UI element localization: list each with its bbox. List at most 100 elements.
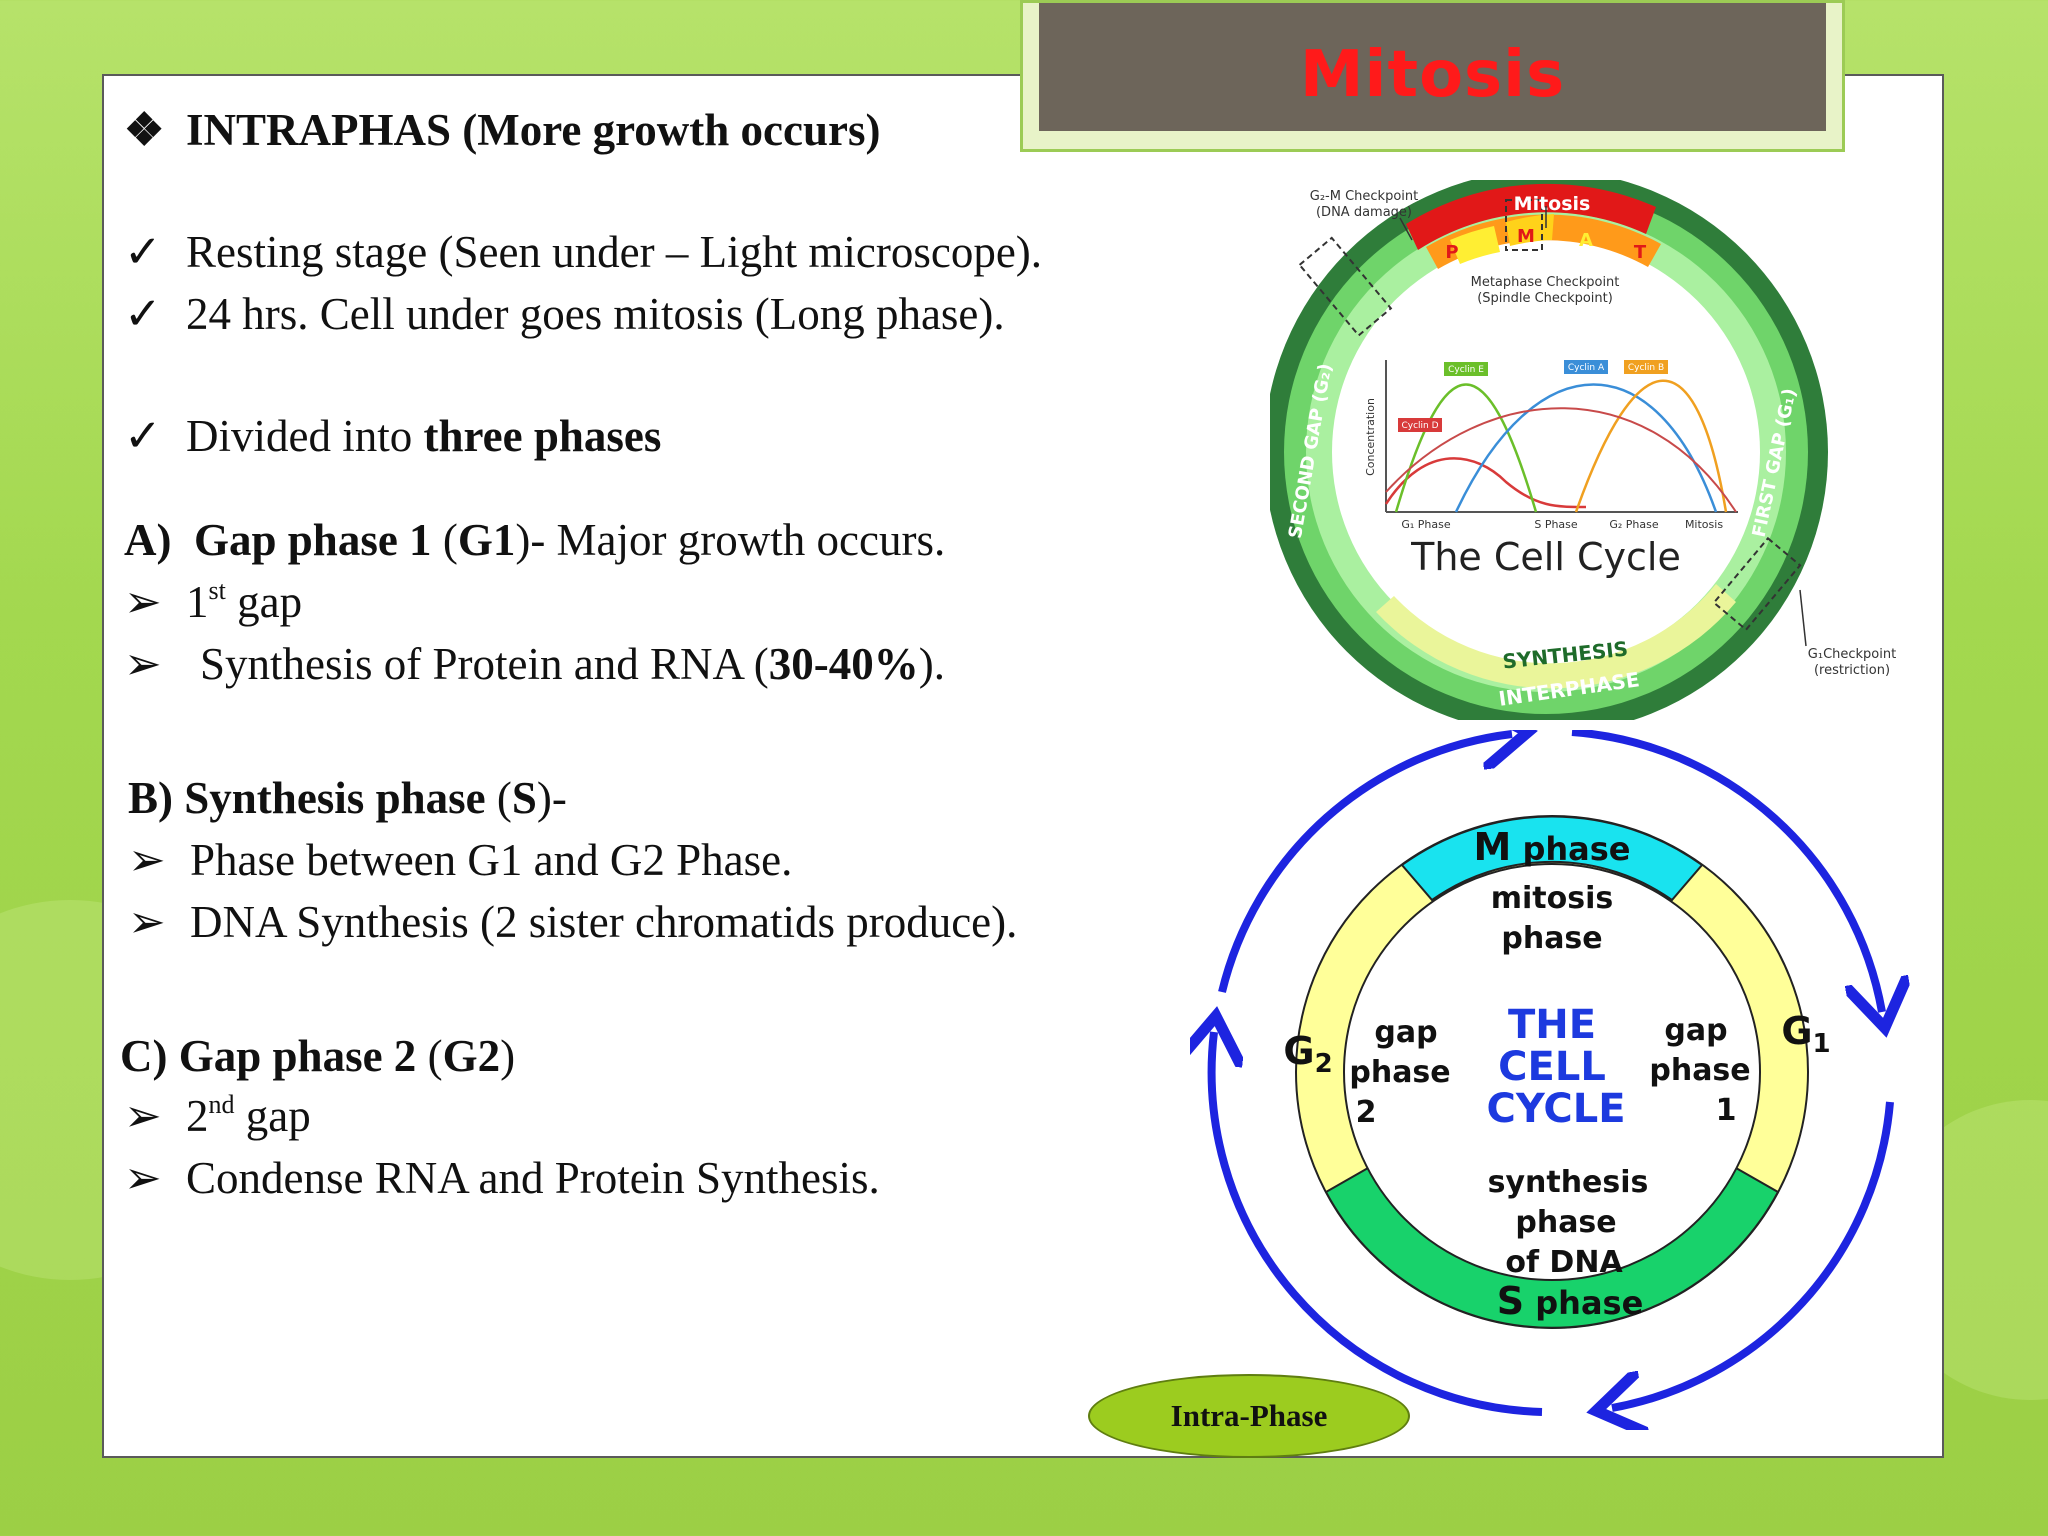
- section-a-item-2: ➢Synthesis of Protein and RNA (30-40%).: [124, 642, 945, 687]
- cyclin-d-curve: [1384, 457, 1587, 509]
- metaphase-label: M: [1517, 226, 1535, 247]
- section-code: S: [511, 773, 537, 823]
- section-c-item-2: ➢ Condense RNA and Protein Synthesis.: [124, 1156, 880, 1201]
- section-b-item-2: ➢DNA Synthesis (2 sister chromatids prod…: [128, 900, 1017, 945]
- s-phase-word: phase: [1524, 1284, 1643, 1322]
- check-icon: ✓: [124, 411, 162, 461]
- item-text: DNA Synthesis (2 sister chromatids produ…: [190, 897, 1018, 947]
- gap2-line-2: phase: [1349, 1055, 1450, 1090]
- ordinal-suffix: nd: [208, 1090, 235, 1119]
- mitosis-line-2: phase: [1501, 921, 1602, 956]
- item-text: Phase between G1 and G2 Phase.: [190, 835, 793, 885]
- inner-disc: [1343, 863, 1761, 1281]
- paren: (: [431, 515, 458, 565]
- g2-label: G2: [1283, 1029, 1332, 1079]
- point-2: ✓ 24 hrs. Cell under goes mitosis (Long p…: [124, 292, 1005, 337]
- g1-checkpoint-sublabel: (restriction): [1814, 663, 1890, 678]
- check-icon: ✓: [124, 227, 162, 277]
- pmat-arc: [1426, 214, 1661, 269]
- cycle-arrow-bottom-right: [1612, 1101, 1894, 1408]
- intra-phase-pill: Intra-Phase: [1088, 1374, 1410, 1458]
- item-text: ).: [918, 639, 945, 689]
- point-text: Resting stage (Seen under – Light micros…: [186, 227, 1043, 277]
- gap1-line-1: gap: [1664, 1013, 1727, 1048]
- cyclin-b-curve: [1574, 379, 1728, 513]
- section-b-title: B) Synthesis phase (S)-: [128, 776, 567, 821]
- cyclin-d-label: Cyclin D: [1401, 421, 1438, 431]
- synthesis-line-2: phase: [1515, 1205, 1616, 1240]
- center-line-3: CYCLE: [1486, 1086, 1625, 1132]
- mitosis-arc: [1406, 183, 1656, 250]
- m-phase-word: phase: [1511, 830, 1630, 868]
- section-a-title: A) Gap phase 1 (G1)- Major growth occurs…: [124, 518, 945, 563]
- g1-checkpoint-label: G₁Checkpoint: [1808, 647, 1896, 662]
- section-title: Gap phase 1: [193, 515, 432, 565]
- cyclin-a-label: Cyclin A: [1568, 363, 1605, 373]
- cyclin-b-label: Cyclin B: [1628, 363, 1664, 373]
- g1-pointer: [1799, 589, 1807, 647]
- arrow-bullet-icon: ➢: [124, 1153, 162, 1203]
- point-text: Divided into: [186, 411, 424, 461]
- item-text: Synthesis of Protein and RNA (: [200, 639, 769, 689]
- point-1: ✓ Resting stage (Seen under – Light micro…: [124, 230, 1042, 275]
- ordinal-number: 2: [186, 1091, 209, 1141]
- section-a-item-1: ➢1st gap: [124, 577, 303, 627]
- paren: (: [485, 773, 512, 823]
- prophase-segment: [1450, 226, 1500, 264]
- cell-cycle-center-title: The Cell Cycle: [1410, 535, 1681, 579]
- cyclin-e-tag: [1444, 362, 1488, 376]
- m-phase-segment: [1400, 815, 1704, 902]
- mitosis-arc-label: Mitosis: [1514, 193, 1591, 215]
- gap1-line-2: phase: [1649, 1053, 1750, 1088]
- cyclin-a-curve: [1454, 383, 1718, 513]
- gap2-line-3: 2: [1356, 1095, 1377, 1130]
- heading: ❖INTRAPHAS (More growth occurs): [124, 108, 881, 153]
- cyclin-d-tag: [1398, 418, 1442, 432]
- section-rest: ): [500, 1031, 516, 1081]
- cyclin-e-label: Cyclin E: [1448, 365, 1484, 375]
- cyclin-b-tag: [1624, 360, 1668, 374]
- paren: (: [416, 1031, 443, 1081]
- g2m-pointer: [1399, 217, 1413, 241]
- cyclin-e-curve: [1394, 383, 1538, 513]
- title-box: Mitosis: [1020, 0, 1845, 152]
- heading-text: INTRAPHAS (More growth occurs): [186, 105, 881, 155]
- gap1-line-3: 1: [1716, 1093, 1737, 1128]
- section-b-item-1: ➢ Phase between G1 and G2 Phase.: [128, 838, 792, 883]
- prophase-label: P: [1445, 242, 1458, 263]
- check-icon: ✓: [124, 289, 162, 339]
- point-3: ✓ Divided into three phases: [124, 414, 661, 459]
- item-bold: 30-40%: [768, 639, 919, 689]
- item-text: Condense RNA and Protein Synthesis.: [186, 1153, 880, 1203]
- point-bold: three phases: [423, 411, 662, 461]
- telophase-label: T: [1634, 242, 1647, 263]
- synthesis-line-1: synthesis: [1488, 1165, 1649, 1200]
- point-text: 24 hrs. Cell under goes mitosis (Long ph…: [186, 289, 1005, 339]
- item-text: gap: [225, 577, 303, 627]
- concentration-label: Concentration: [1364, 398, 1377, 476]
- g1-label: G1: [1781, 1009, 1830, 1059]
- center-line-2: CELL: [1498, 1044, 1606, 1090]
- arrow-bullet-icon: ➢: [128, 835, 166, 885]
- section-title: C) Gap phase 2: [120, 1031, 417, 1081]
- arrow-bullet-icon: ➢: [124, 577, 162, 627]
- s-letter: S: [1497, 1279, 1524, 1323]
- cell-cycle-diagram-top: Cyclin D Cyclin E Cyclin A Cyclin B Conc…: [1270, 180, 1896, 720]
- x-label-s: S Phase: [1534, 518, 1578, 531]
- section-rest: )-: [536, 773, 567, 823]
- ordinal-number: 1: [186, 577, 209, 627]
- synthesis-arc: [1376, 584, 1736, 689]
- arrow-bullet-icon: ➢: [124, 1091, 162, 1141]
- section-code: G2: [442, 1031, 501, 1081]
- g2-letter: G: [1283, 1029, 1314, 1073]
- metaphase-checkpoint-label: Metaphase Checkpoint: [1471, 275, 1620, 290]
- section-rest: )- Major growth occurs.: [515, 515, 946, 565]
- g2m-checkpoint-label: G₂-M Checkpoint: [1310, 189, 1418, 204]
- item-text: gap: [234, 1091, 311, 1141]
- gap2-line-1: gap: [1374, 1015, 1437, 1050]
- m-phase-label: M phase: [1474, 825, 1631, 869]
- cycle-arrow-top-right: [1571, 730, 1882, 1012]
- g1-checkpoint-box: [1712, 536, 1802, 632]
- g1-subscript: 1: [1813, 1029, 1831, 1059]
- cell-cycle-diagram-bottom: M phase mitosis phase G2 G1 gap phase 2 …: [1190, 730, 1910, 1430]
